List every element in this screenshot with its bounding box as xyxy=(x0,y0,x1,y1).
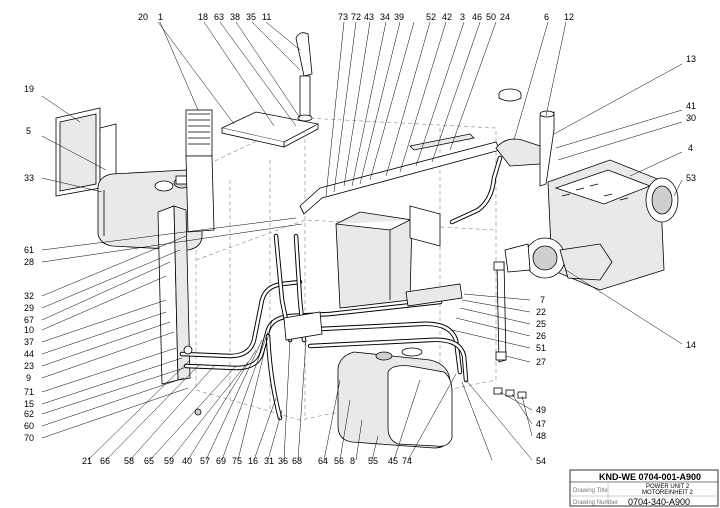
title-block-header: KND-WE 0704-001-A900 xyxy=(599,472,701,482)
callout-41: 41 xyxy=(686,101,696,111)
top-cover xyxy=(220,111,320,148)
callout-42: 42 xyxy=(442,12,452,22)
callout-23: 23 xyxy=(24,361,34,371)
callout-30: 30 xyxy=(686,113,696,123)
callout-45: 74 xyxy=(402,456,412,466)
callout-12: 12 xyxy=(564,12,574,22)
callout-70: 70 xyxy=(24,433,34,443)
title-line-1: POWER UNIT 2 xyxy=(646,484,690,490)
tube-rail xyxy=(299,133,501,215)
leader-lines xyxy=(41,21,683,461)
callout-39: 39 xyxy=(394,12,404,22)
callout-11: 11 xyxy=(262,12,271,22)
callout-4: 4 xyxy=(688,143,693,153)
callout-58: 58 xyxy=(124,456,134,466)
exhaust-pipe xyxy=(295,32,313,122)
callout-73: 73 xyxy=(338,12,348,22)
callout-66: 66 xyxy=(100,456,110,466)
callout-49: 49 xyxy=(536,405,546,415)
title-line-2: MOTOREINHEIT 2 xyxy=(642,490,693,496)
callout-16: 31 xyxy=(264,456,274,466)
callout-33: 33 xyxy=(24,173,34,183)
callout-71: 71 xyxy=(24,387,34,397)
callout-52: 52 xyxy=(426,12,436,22)
callout-69: 75 xyxy=(232,456,242,466)
callout-18: 18 xyxy=(198,12,208,22)
callout-48: 48 xyxy=(536,431,546,441)
callout-19: 19 xyxy=(24,84,34,94)
callout-38: 38 xyxy=(230,12,240,22)
callout-57: 57 xyxy=(200,456,210,466)
callout-17: 69 xyxy=(216,456,226,466)
callout-13: 13 xyxy=(686,54,696,64)
callout-5: 5 xyxy=(26,126,31,136)
callout-65: 65 xyxy=(144,456,154,466)
pipe-network xyxy=(179,233,527,421)
drawing-number: 0704-340-A900 xyxy=(628,497,690,507)
callout-7: 7 xyxy=(540,295,545,305)
callout-8: 55 xyxy=(368,456,378,466)
callout-40: 40 xyxy=(182,456,192,466)
callout-15: 15 xyxy=(24,399,34,409)
callout-35: 35 xyxy=(246,12,256,22)
callout-32: 32 xyxy=(24,291,34,301)
callout-28: 28 xyxy=(24,257,34,267)
drawing-title-label: Drawing Title xyxy=(573,488,608,494)
callout-56: 8 xyxy=(350,456,355,466)
callout-44: 44 xyxy=(24,349,34,359)
callout-34: 34 xyxy=(380,12,390,22)
title-block: KND-WE 0704-001-A900 Drawing Title POWER… xyxy=(569,469,719,507)
callout-59: 59 xyxy=(164,456,174,466)
callout-20: 20 xyxy=(138,12,148,22)
callout-47: 47 xyxy=(536,419,546,429)
callout-31: 36 xyxy=(278,456,288,466)
callout-61: 61 xyxy=(24,245,34,255)
callout-1: 1 xyxy=(158,12,163,22)
engine xyxy=(493,110,679,363)
callout-63-top: 63 xyxy=(214,12,224,22)
callout-10: 10 xyxy=(24,325,34,335)
callout-53: 53 xyxy=(686,173,696,183)
callout-36: 68 xyxy=(292,456,302,466)
central-block xyxy=(335,205,441,309)
callout-9: 9 xyxy=(26,373,31,383)
callout-72: 72 xyxy=(351,12,361,22)
callout-6: 6 xyxy=(544,12,549,22)
callout-26: 26 xyxy=(536,331,546,341)
callout-64: 56 xyxy=(334,456,344,466)
callout-62: 62 xyxy=(24,409,34,419)
callout-50: 50 xyxy=(486,12,496,22)
callout-3: 3 xyxy=(460,12,465,22)
tank-bottom xyxy=(337,347,453,449)
callout-43: 43 xyxy=(364,12,374,22)
callout-51: 51 xyxy=(536,343,546,353)
callout-25: 25 xyxy=(536,319,546,329)
callout-37: 37 xyxy=(24,337,34,347)
callout-14: 14 xyxy=(686,340,696,350)
radiator-panel xyxy=(55,107,117,197)
drawing-number-label: Drawing Number xyxy=(573,500,618,506)
callout-24: 24 xyxy=(500,12,510,22)
callout-55: 45 xyxy=(388,456,398,466)
column-left xyxy=(157,109,215,385)
callout-29: 29 xyxy=(24,303,34,313)
callout-75: 16 xyxy=(248,456,258,466)
callout-21: 21 xyxy=(82,456,92,466)
callout-67: 67 xyxy=(24,315,34,325)
callout-60: 60 xyxy=(24,421,34,431)
callout-27: 27 xyxy=(536,357,546,367)
callout-46: 46 xyxy=(472,12,482,22)
callout-22: 22 xyxy=(536,307,546,317)
callout-54: 54 xyxy=(536,456,546,466)
callout-68: 64 xyxy=(318,456,328,466)
callout-labels: 20 1 18 63 38 35 11 73 72 43 34 39 52 42… xyxy=(24,12,696,466)
